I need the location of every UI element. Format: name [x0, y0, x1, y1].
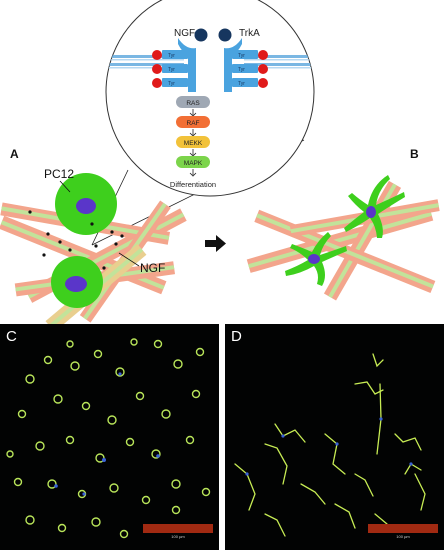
- ngf-ligand: [194, 28, 208, 42]
- raf-node: [176, 116, 210, 128]
- membrane-right: [244, 55, 314, 69]
- ngf-pointer: [118, 252, 140, 267]
- right-arrow-icon: [205, 235, 226, 252]
- mapk-label: MAPK: [184, 160, 203, 167]
- phospho-groups: [152, 50, 268, 88]
- scale-bar-label: 100 µm: [396, 534, 410, 539]
- mapk-node: [176, 156, 210, 168]
- ngf-label: NGF: [140, 261, 165, 275]
- pc12-label: PC12: [44, 167, 74, 181]
- scale-bar: [143, 524, 213, 533]
- panel-a-label: A: [10, 147, 19, 161]
- panel-d-label: D: [231, 328, 242, 345]
- tyr-label: Tyr: [238, 67, 245, 73]
- trka-label: TrkA: [239, 28, 260, 39]
- scale-bar-label: 100 µm: [171, 534, 185, 539]
- panel-b-fibers: [246, 180, 440, 301]
- mekk-label: MEKK: [184, 140, 203, 147]
- panel-d-neurites: [234, 353, 426, 537]
- micrograph-panel-d: D 100 µm: [225, 324, 444, 550]
- panel-c-label: C: [6, 328, 17, 345]
- tyr-label: Tyr: [168, 67, 175, 73]
- trka-receptor-right: [224, 38, 258, 92]
- cascade-arrow: [189, 169, 197, 177]
- raf-label: RAF: [187, 120, 200, 127]
- schematic: Tyr Tyr Tyr Tyr Tyr Tyr NGF TrkA RAS RAF…: [0, 0, 440, 332]
- panel-b-label: B: [410, 147, 419, 161]
- ras-label: RAS: [186, 100, 200, 107]
- mekk-node: [176, 136, 210, 148]
- tyr-label: Tyr: [238, 53, 245, 59]
- panel-c-cells: [6, 338, 211, 539]
- pc12-pointer: [59, 180, 71, 193]
- ngf-dots: [28, 210, 124, 270]
- tyr-label: Tyr: [168, 53, 175, 59]
- zoom-circle: [105, 0, 315, 197]
- membrane-group: [106, 55, 314, 69]
- differentiated-neuron: [344, 175, 405, 238]
- differentiation-label: Differentiation: [170, 180, 216, 189]
- pc12-cell: [51, 256, 103, 308]
- ngf-label-pathway: NGF: [174, 28, 195, 39]
- ngf-ligand: [218, 28, 232, 42]
- scale-bar: [368, 524, 438, 533]
- pc12-cell: [55, 173, 117, 235]
- tyr-label: Tyr: [168, 81, 175, 87]
- trka-receptor-left: [162, 38, 196, 92]
- micrograph-panel-c: C 100 µm: [0, 324, 219, 550]
- membrane-left: [106, 55, 184, 69]
- ras-node: [176, 96, 210, 108]
- tyr-label: Tyr: [238, 81, 245, 87]
- differentiated-neuron: [285, 232, 347, 286]
